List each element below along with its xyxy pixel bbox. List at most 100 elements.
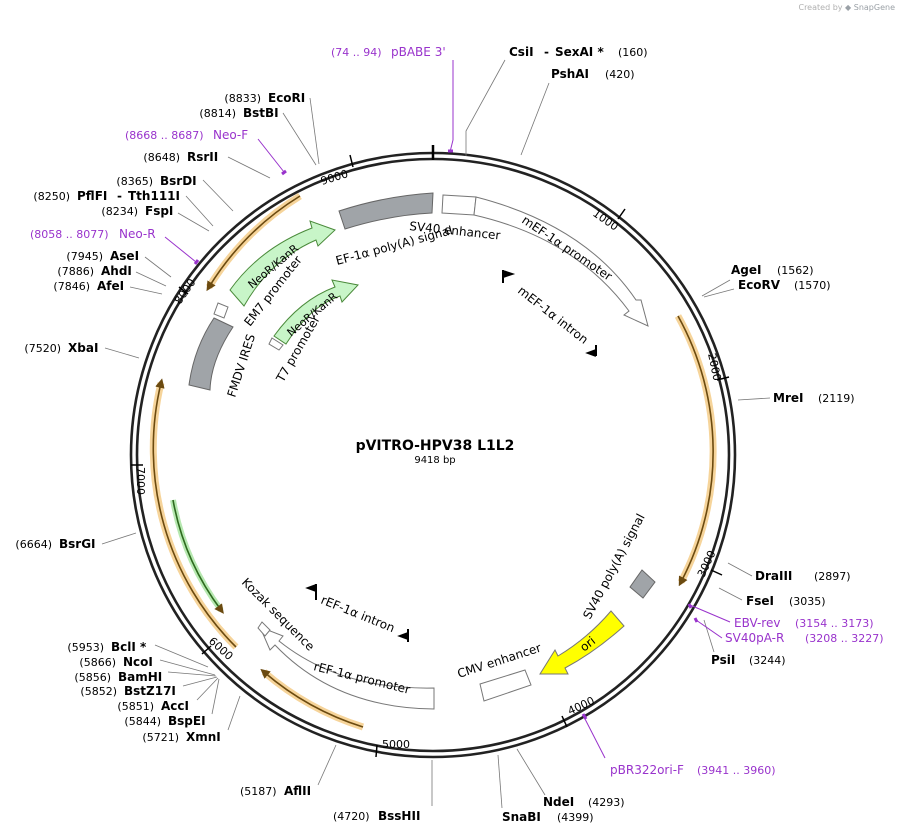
site-label: SexAI * (555, 45, 604, 59)
site-pos: (8234) (101, 205, 138, 218)
site-label: MreI (773, 391, 803, 405)
site-pos: (8250) (33, 190, 70, 203)
site-label: DraIII (755, 569, 792, 583)
site-label: EcoRI (268, 91, 305, 105)
credit-brand: SnapGene (853, 3, 895, 12)
site-label: XmnI (186, 730, 221, 744)
site-label: RsrII (187, 150, 218, 164)
site-pos: (8833) (224, 92, 261, 105)
site-pos: (5187) (240, 785, 277, 798)
mef1a-intron-end (585, 345, 597, 357)
primer-label: pBR322ori-F (610, 763, 684, 777)
site-pos: (8365) (116, 175, 153, 188)
tick-label: 4000 (566, 694, 597, 718)
primer-mark (693, 617, 699, 623)
tick-label: 1000 (590, 207, 620, 234)
snapgene-logo-icon: ◆ (845, 3, 852, 12)
primer-mark (581, 713, 588, 720)
neo-arrow-outer (229, 220, 336, 307)
leader-line (516, 748, 546, 796)
ref1a-intron-start (305, 584, 317, 600)
leader-line (737, 397, 771, 401)
tick-label: 9000 (319, 167, 350, 188)
tick-mark (716, 376, 730, 381)
primer-label: Neo-R (119, 227, 156, 241)
neo-orf-arc (172, 499, 224, 614)
site-label: BstZ17I (124, 684, 176, 698)
site-label: BsrGI (59, 537, 96, 551)
neo-arrow-inner (273, 279, 359, 345)
leader-line (104, 347, 140, 359)
leader-line (182, 676, 218, 687)
mef1a-intron-start (502, 270, 516, 283)
primer-range: (3208 .. 3227) (805, 632, 884, 645)
feature-label: SV40 poly(A) signal (580, 511, 647, 621)
primer-leader-line (257, 138, 285, 173)
site-label: FspI (145, 204, 173, 218)
mef1a-promoter-arrow (473, 196, 649, 327)
leader-line (282, 112, 317, 166)
plasmid-title-block: pVITRO-HPV38 L1L2 9418 bp (0, 438, 870, 466)
primer-range: (3941 .. 3960) (697, 764, 776, 777)
site-label: BstBI (243, 106, 279, 120)
site-pos: (8814) (199, 107, 236, 120)
primer-leader-line (689, 604, 731, 623)
site-label: BamHI (118, 670, 162, 684)
site-label: XbaI (68, 341, 98, 355)
orf-arc (677, 315, 714, 587)
site-pos: (2897) (814, 570, 851, 583)
primer-range: (3154 .. 3173) (795, 617, 874, 630)
tick-mark (561, 715, 568, 728)
site-pos: (5721) (142, 731, 179, 744)
site-pos: (5844) (124, 715, 161, 728)
leader-line (185, 195, 214, 227)
site-label: AgeI (731, 263, 761, 277)
site-pos: (4293) (588, 796, 625, 809)
orf-arc (206, 195, 301, 292)
site-pos: (8648) (143, 151, 180, 164)
site-pos: (2119) (818, 392, 855, 405)
site-label: BsrDI (160, 174, 197, 188)
primer-marks (193, 149, 699, 720)
ef1a-polya-shape (338, 192, 434, 230)
site-label: Tth111I (128, 189, 180, 203)
tick-mark (617, 208, 626, 220)
site-pos: (420) (605, 68, 635, 81)
feature-label: rEF-1α intron (319, 593, 397, 635)
site-separator: - (117, 189, 122, 203)
plasmid-name: pVITRO-HPV38 L1L2 (355, 438, 515, 454)
site-pos: (4720) (333, 810, 370, 823)
site-pos: (5866) (79, 656, 116, 669)
site-label: PsiI (711, 653, 735, 667)
leader-line (154, 644, 209, 668)
primer-mark (687, 603, 693, 609)
site-pos: (3035) (789, 595, 826, 608)
feature-shapes (188, 192, 656, 710)
primer-label: SV40pA-R (725, 631, 784, 645)
site-pos: (160) (618, 46, 648, 59)
site-pos: (5852) (80, 685, 117, 698)
credit-prefix: Created by (798, 3, 843, 12)
leader-line (129, 286, 163, 295)
primer-mark (281, 169, 287, 176)
tick-label: 7000 (134, 467, 147, 495)
leader-line (211, 678, 220, 715)
fmdv-ires-shape (188, 317, 234, 391)
site-label: AccI (161, 699, 189, 713)
leader-lines (101, 59, 771, 809)
sv40-enhancer-shape (441, 194, 477, 216)
primer-leader-line (695, 619, 723, 639)
snapgene-credit: Created by ◆ SnapGene (798, 3, 895, 12)
site-separator: - (544, 45, 549, 59)
leader-line (144, 256, 172, 278)
site-label: AflII (284, 784, 311, 798)
leader-line (727, 562, 753, 577)
orf-arc (260, 668, 364, 728)
site-pos: (1570) (794, 279, 831, 292)
site-label: SnaBI (502, 810, 541, 824)
site-label: PshAI (551, 67, 589, 81)
site-label: CsiI (509, 45, 534, 59)
site-pos: (5856) (74, 671, 111, 684)
primer-label: EBV-rev (734, 616, 780, 630)
orf-arc (149, 382, 239, 650)
